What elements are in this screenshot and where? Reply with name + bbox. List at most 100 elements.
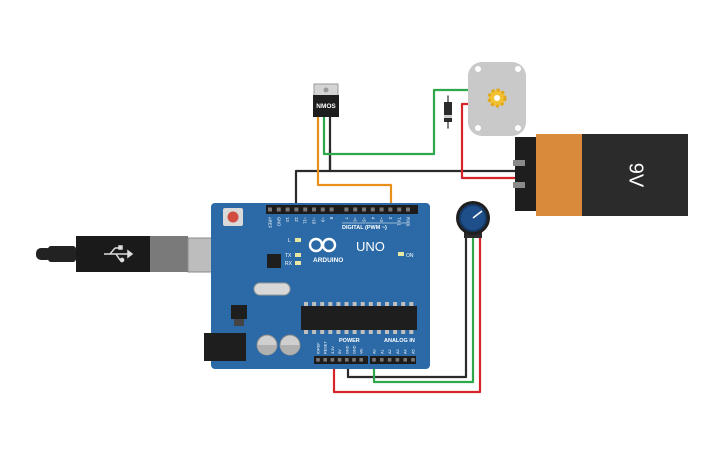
chip-pin	[320, 302, 325, 306]
analog-in-label: ANALOG IN	[384, 338, 415, 344]
usb-symbol-icon	[104, 245, 134, 263]
digital-pin-hole	[285, 207, 290, 212]
dc-motor	[468, 62, 526, 136]
digital-pin-hole	[303, 207, 308, 212]
capacitors	[256, 334, 301, 356]
wire-motor-to-battery-positive	[460, 102, 520, 180]
digital-pin-label: ~9	[320, 217, 325, 222]
analog-pin-label: A5	[412, 349, 416, 354]
analog-pin-label: A3	[396, 349, 400, 354]
digital-pin-label: ~3	[379, 217, 384, 222]
digital-pin-hole	[370, 207, 375, 212]
analog-pin-hole	[411, 358, 415, 362]
power-pin-label: 5V	[338, 349, 342, 354]
power-pin-label: RESET	[324, 341, 328, 354]
chip-pin	[401, 330, 406, 334]
chip-pin	[304, 330, 308, 334]
digital-pin-hole	[362, 207, 366, 212]
power-pin-label: 3.3V	[331, 346, 335, 354]
digital-pin-label: RX 0	[406, 217, 411, 227]
digital-pin-label: 13	[285, 217, 290, 222]
crystal	[253, 282, 291, 296]
digital-pin-hole	[344, 207, 349, 212]
power-pin-label: IOREF	[317, 342, 321, 354]
potentiometer	[456, 201, 490, 238]
power-pin-hole	[316, 358, 320, 362]
power-pin-hole	[323, 358, 327, 362]
power-pin-hole	[359, 358, 363, 362]
digital-pin-hole	[329, 207, 334, 212]
chip-pin	[304, 302, 308, 306]
digital-header	[266, 205, 418, 214]
digital-pin-hole	[276, 207, 281, 212]
battery-label: 9V	[625, 163, 647, 188]
power-label: POWER	[339, 338, 360, 344]
analog-pin-hole	[395, 358, 400, 362]
arduino-logo-icon	[308, 237, 337, 253]
chip-pin	[368, 330, 373, 334]
battery-clip	[515, 137, 537, 211]
digital-pin-label: ~6	[353, 217, 358, 222]
digital-pin-label: 4	[370, 217, 375, 220]
chip-pin	[376, 330, 381, 334]
chip-pin	[393, 302, 398, 306]
chip-pin	[336, 302, 341, 306]
digital-pin-label: GND	[276, 217, 281, 226]
power-pin-hole	[337, 358, 342, 362]
usb-cable	[36, 236, 245, 273]
wire-pin3-to-nmos-gate	[316, 114, 393, 210]
led-tx-label: TX	[285, 253, 292, 259]
analog-pin-hole	[403, 358, 407, 362]
chip-pin	[352, 302, 357, 306]
chip-pin	[376, 302, 381, 306]
digital-pin-hole	[294, 207, 299, 212]
analog-pin-hole	[380, 358, 384, 362]
chip-pin	[312, 302, 317, 306]
digital-pin-label: 12	[294, 217, 299, 222]
power-pin-label: GND	[345, 345, 349, 354]
chip-pin	[360, 302, 365, 306]
digital-pin-hole	[406, 207, 410, 212]
analog-pin-hole	[372, 358, 376, 362]
wire-nmos-to-battery-negative	[328, 148, 520, 173]
analog-header	[370, 356, 416, 364]
chip-pin	[409, 302, 414, 306]
wire-gnd-to-nmos	[294, 114, 332, 207]
led-rx-label: RX	[285, 261, 293, 267]
digital-pin-label: 2	[388, 217, 393, 220]
chip-pin	[352, 330, 357, 334]
chip-pin	[385, 302, 389, 306]
wire-pot-wiper-to-a0	[372, 235, 475, 384]
digital-pin-hole	[320, 207, 325, 212]
atmega-chip	[301, 306, 417, 330]
digital-pin-hole	[268, 207, 272, 212]
usb-chip	[267, 254, 281, 268]
gear-icon	[487, 88, 507, 108]
chip-pin	[401, 302, 406, 306]
digital-pin-label: ~5	[362, 217, 367, 222]
power-pin-hole	[330, 358, 335, 362]
analog-pin-label: A4	[404, 349, 408, 354]
digital-pin-hole	[388, 207, 393, 212]
chip-pin	[328, 302, 333, 306]
flyback-diode	[444, 102, 452, 122]
nmos-label: NMOS	[316, 103, 336, 110]
arduino-model: UNO	[356, 239, 385, 254]
digital-pin-label: ~10	[312, 217, 317, 225]
chip-pin	[312, 330, 317, 334]
battery-9v: 9V	[513, 134, 688, 216]
chip-pin	[360, 330, 365, 334]
analog-pin-label: A0	[373, 349, 377, 354]
led-on-label: ON	[406, 253, 414, 259]
digital-pin-label: AREF	[268, 217, 273, 229]
digital-header-label: DIGITAL (PWM ~)	[342, 225, 387, 231]
chip-pin	[344, 302, 349, 306]
chip-pin	[368, 302, 373, 306]
digital-pin-label: 8	[329, 217, 334, 220]
power-pin-label: Vin	[360, 349, 364, 354]
analog-pin-hole	[387, 358, 392, 362]
power-pin-label: GND	[353, 345, 357, 354]
chip-pin	[328, 330, 333, 334]
